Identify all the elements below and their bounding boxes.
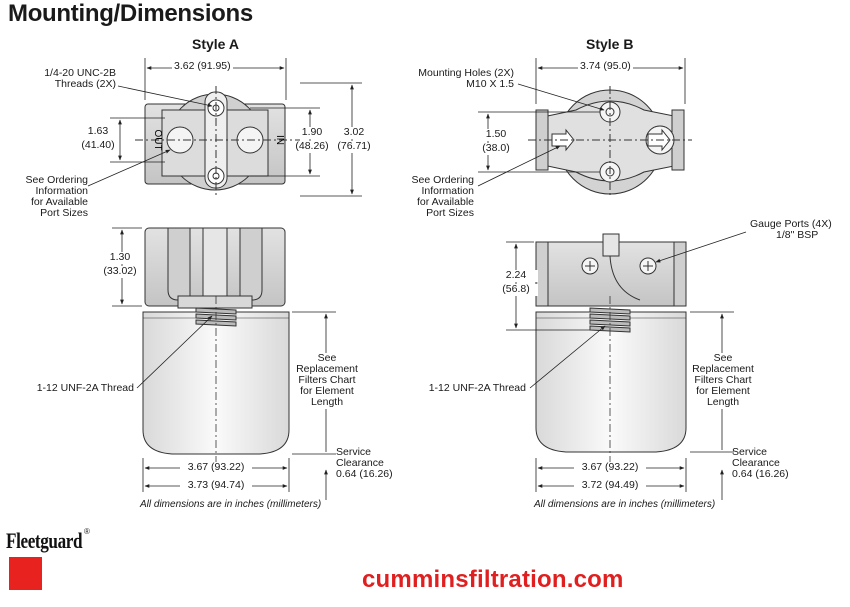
style-b-service-2: Clearance bbox=[732, 457, 780, 469]
website-url[interactable]: cumminsfiltration.com bbox=[362, 566, 624, 593]
out-port-label: OUT bbox=[152, 129, 163, 150]
style-b-see-5: Length bbox=[688, 396, 758, 409]
style-a-ordering-1: See Ordering bbox=[25, 174, 88, 186]
style-b-service-3: 0.64 (16.26) bbox=[732, 468, 789, 480]
style-a-threads-line2: Threads (2X) bbox=[54, 78, 116, 90]
style-b-note: All dimensions are in inches (millimeter… bbox=[534, 499, 716, 510]
style-b-base-width: 3.72 (94.49) bbox=[574, 479, 646, 492]
style-a-note: All dimensions are in inches (millimeter… bbox=[140, 499, 322, 510]
style-a-see-4: for Element bbox=[292, 385, 362, 398]
style-a-heading: Style A bbox=[192, 36, 239, 52]
style-a-see-5: Length bbox=[292, 396, 362, 409]
style-b-see-3: Filters Chart bbox=[688, 374, 758, 387]
style-a-service-1: Service bbox=[336, 446, 372, 458]
page-title: Mounting/Dimensions bbox=[8, 0, 253, 27]
style-b-holes-line2: M10 X 1.5 bbox=[466, 78, 514, 90]
style-a-can-width: 3.67 (93.22) bbox=[180, 461, 252, 474]
style-b-port-spacing-in: 1.50 bbox=[476, 128, 516, 141]
style-b-see-4: for Element bbox=[688, 385, 758, 398]
style-b-side-view bbox=[535, 233, 687, 472]
style-b-thread-label: 1-12 UNF-2A Thread bbox=[428, 382, 526, 394]
style-b-ordering-1: See Ordering bbox=[411, 174, 474, 186]
style-b-see-1: See bbox=[688, 352, 758, 365]
style-b-gauge-1: Gauge Ports (4X) bbox=[750, 218, 832, 230]
style-b-head-height-mm: (56.8) bbox=[494, 283, 538, 296]
style-a-see-3: Filters Chart bbox=[292, 374, 362, 387]
style-a-base-width: 3.73 (94.74) bbox=[180, 479, 252, 492]
style-a-thread-label: 1-12 UNF-2A Thread bbox=[36, 382, 134, 394]
style-a-see-2: Replacement bbox=[292, 363, 362, 376]
style-b-ordering-3: for Available bbox=[416, 196, 474, 208]
style-a-port-spacing-in: 1.63 bbox=[87, 125, 109, 137]
style-b-heading: Style B bbox=[586, 36, 634, 52]
style-a-ordering-4: Port Sizes bbox=[40, 207, 88, 219]
logo-red-square bbox=[9, 557, 42, 590]
in-port-label: IN bbox=[274, 135, 285, 145]
style-a-hole-spacing-mm: (48.26) bbox=[290, 140, 334, 153]
style-a-hole-spacing-in: 1.90 bbox=[290, 126, 334, 139]
style-b-can-width: 3.67 (93.22) bbox=[574, 461, 646, 474]
style-b-top-width: 3.74 (95.0) bbox=[578, 60, 633, 73]
style-b-ordering-2: Information bbox=[421, 185, 474, 197]
style-b-holes-line1: Mounting Holes (2X) bbox=[418, 67, 514, 79]
style-a-overall-mm: (76.71) bbox=[332, 140, 376, 153]
style-a-threads-line1: 1/4-20 UNC-2B bbox=[44, 67, 116, 79]
style-b-see-2: Replacement bbox=[688, 363, 758, 376]
style-b-port-spacing-mm: (38.0) bbox=[476, 142, 516, 155]
registered-mark: ® bbox=[84, 527, 90, 536]
style-b-ordering-4: Port Sizes bbox=[426, 207, 474, 219]
style-b-head-height-in: 2.24 bbox=[494, 269, 538, 282]
style-a-ordering-3: for Available bbox=[30, 196, 88, 208]
fleetguard-logo: Fleetguard bbox=[6, 528, 83, 553]
style-b-service-1: Service bbox=[732, 446, 768, 458]
style-b-gauge-2: 1/8" BSP bbox=[776, 229, 819, 241]
style-a-service-3: 0.64 (16.26) bbox=[336, 468, 393, 480]
style-a-head-height-mm: (33.02) bbox=[100, 265, 140, 278]
style-b-top-view bbox=[528, 86, 692, 198]
style-a-see-1: See bbox=[292, 352, 362, 365]
style-a-head-height-in: 1.30 bbox=[100, 251, 140, 264]
style-a-service-2: Clearance bbox=[336, 457, 384, 469]
style-a-port-spacing-mm: (41.40) bbox=[81, 139, 115, 151]
style-a-top-width: 3.62 (91.95) bbox=[172, 60, 233, 73]
style-a-ordering-2: Information bbox=[35, 185, 88, 197]
style-a-side-view bbox=[142, 227, 290, 472]
style-a-overall-in: 3.02 bbox=[332, 126, 376, 139]
